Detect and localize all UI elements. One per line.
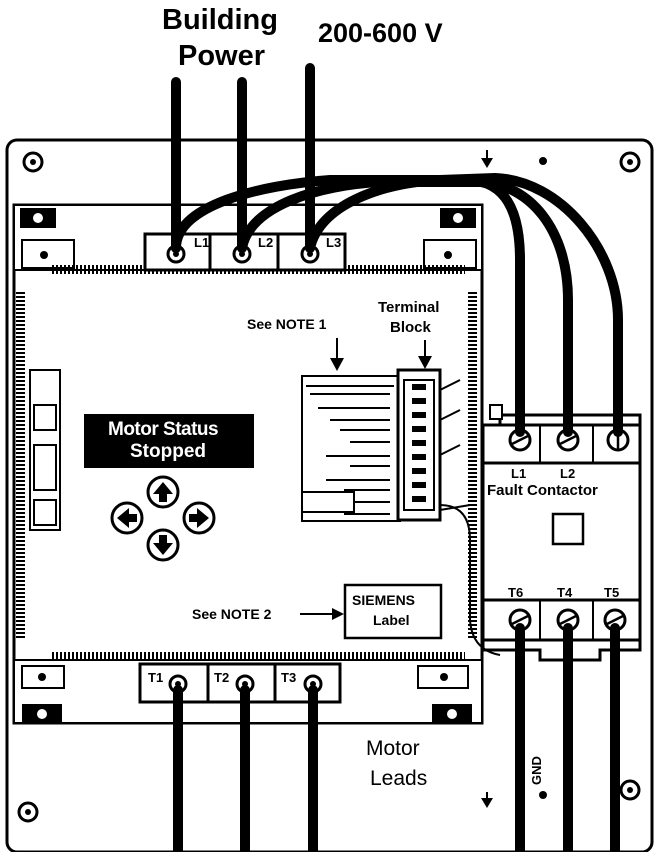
gnd-label: GND [529,756,544,785]
load-terminal-label: T3 [281,670,296,685]
voltage-label: 200-600 V [318,18,443,48]
power-cables [171,63,623,857]
contactor-terminal-label: T6 [508,585,523,600]
siemens-label-box [343,583,443,640]
note-2-label: See NOTE 2 [192,606,272,622]
title-line-2: Power [178,40,266,72]
siemens-label-line-2: Label [373,612,410,628]
note-1-label: See NOTE 1 [247,316,327,332]
motor-status-display [84,414,254,468]
control-wire [439,504,501,656]
motor-leads-line-2: Leads [370,767,428,790]
line-terminal-label: L2 [258,235,273,250]
fault-contactor [481,404,642,662]
contactor-terminal-label: T4 [557,585,573,600]
display-line-2: Stopped [130,441,206,462]
fault-contactor-title: Fault Contactor [487,482,598,499]
title-line-1: Building [162,4,278,36]
note-arrows [300,150,493,808]
keypad [110,475,216,562]
terminal-block-label-2: Block [390,319,431,336]
line-terminal-label: L1 [194,235,209,250]
siemens-label-line-1: SIEMENS [352,592,416,608]
display-line-1: Motor Status [108,419,219,440]
contactor-terminal-label: L1 [511,466,526,481]
terminal-block-label-1: Terminal [378,299,440,316]
contactor-terminal-label: T5 [604,585,619,600]
motor-leads-line-1: Motor [366,737,420,760]
load-terminal-label: T1 [148,670,163,685]
contactor-terminal-label: L2 [560,466,575,481]
control-terminal-block [301,368,471,522]
line-terminal-label: L3 [326,235,341,250]
load-terminal-label: T2 [214,670,229,685]
gnd-screw-icon [539,791,547,799]
